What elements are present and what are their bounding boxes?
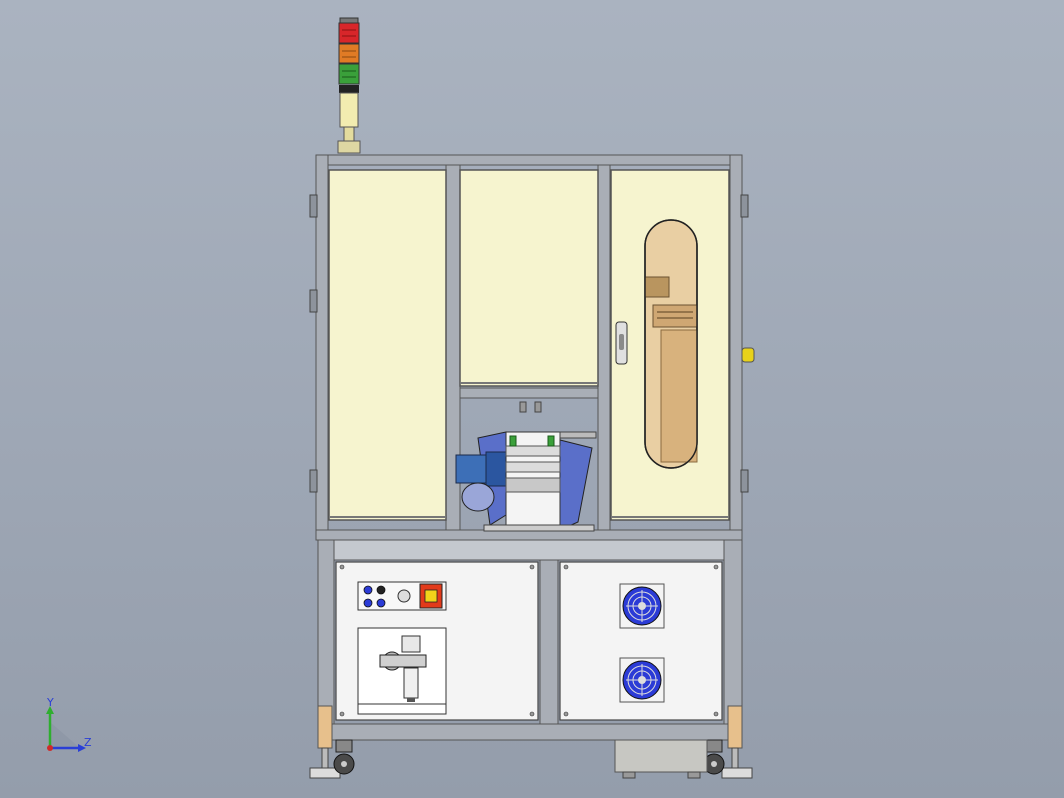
- door-handle[interactable]: [615, 321, 628, 365]
- green-light: [338, 63, 360, 85]
- coordinate-triad: Y Z: [46, 696, 92, 752]
- reset-button[interactable]: [363, 598, 373, 608]
- right-hopper: [559, 439, 593, 531]
- tower-separator: [339, 85, 359, 93]
- e-stop-button[interactable]: [741, 347, 755, 363]
- orange-light: [338, 43, 360, 64]
- air-regulator-panel: [357, 627, 447, 715]
- start-button[interactable]: [363, 585, 373, 595]
- x-axis-origin: [47, 745, 53, 751]
- filter-bowl: [403, 667, 419, 699]
- y-axis-label: Y: [46, 696, 54, 709]
- mode-button[interactable]: [376, 598, 386, 608]
- inner-fixture: [652, 304, 698, 328]
- mid-post-right: [597, 164, 611, 534]
- stop-button[interactable]: [376, 585, 386, 595]
- lower-fan: [619, 657, 665, 703]
- cabinet-bottom-rail: [317, 723, 743, 741]
- cabinet-mid-post: [539, 559, 559, 725]
- under-box: [614, 739, 708, 773]
- selector-switch[interactable]: [397, 589, 411, 603]
- right-leveling-foot-bracket: [727, 705, 743, 749]
- drive-motor: [455, 454, 487, 484]
- door-window: [644, 219, 698, 469]
- cabinet-top-rail: [317, 539, 743, 561]
- top-beam: [315, 154, 743, 166]
- upper-fan: [619, 583, 665, 629]
- feeder-mechanism: [455, 401, 597, 532]
- regulator-head: [401, 635, 421, 653]
- signal-tower: [337, 17, 361, 154]
- control-panel: [357, 581, 447, 611]
- left-glass-panel: [328, 169, 447, 521]
- red-light: [338, 22, 360, 44]
- center-glass-panel: [459, 169, 599, 387]
- middle-beam: [459, 387, 599, 399]
- right-post: [729, 154, 743, 534]
- inner-column: [660, 329, 698, 463]
- base-assembly: [309, 705, 753, 779]
- tower-body: [339, 92, 359, 128]
- left-leveling-foot-bracket: [317, 705, 333, 749]
- left-post: [315, 154, 329, 534]
- tower-base: [337, 140, 361, 154]
- z-axis-label: Z: [84, 736, 92, 749]
